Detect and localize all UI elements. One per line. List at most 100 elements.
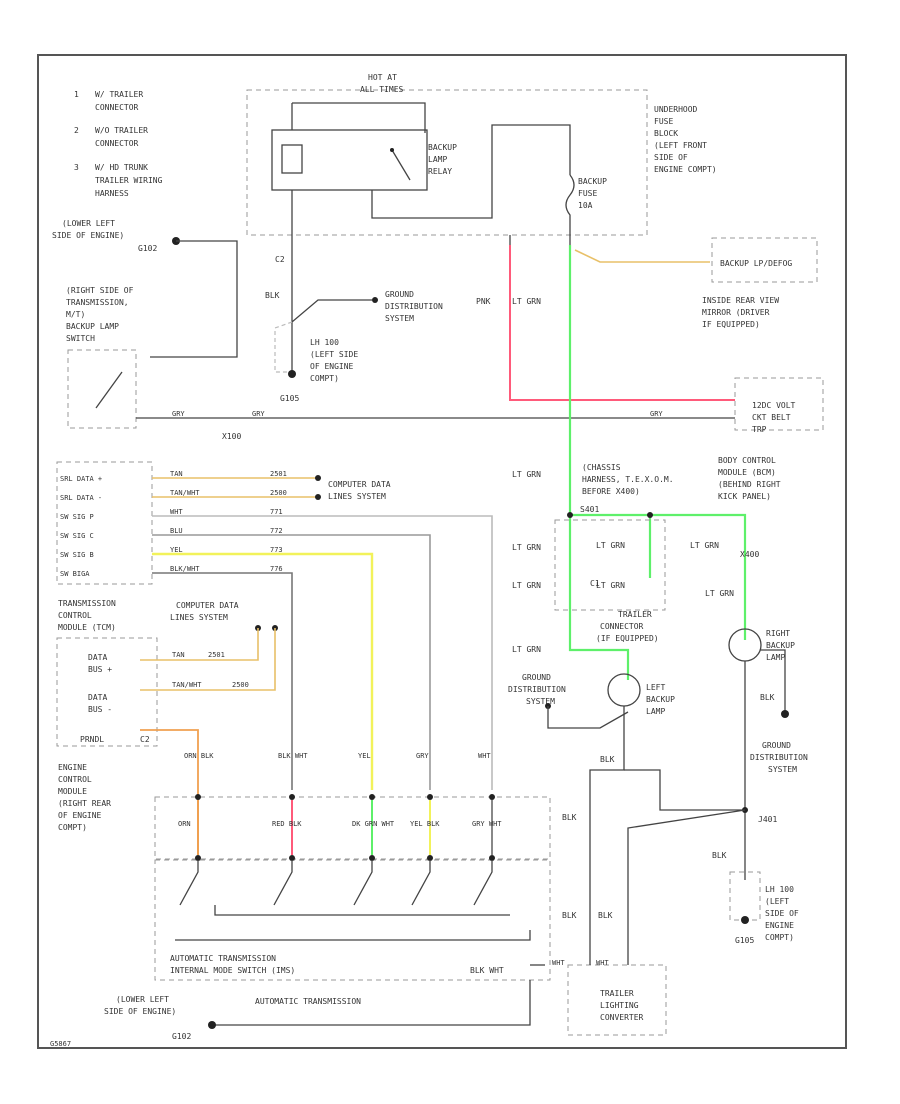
lh100-label-4: COMPT) xyxy=(310,374,339,383)
ground-dist-label-1: GROUND xyxy=(385,290,414,299)
tcm-circuit-wire xyxy=(152,552,374,790)
trans-sw-label-1: AUTOMATIC TRANSMISSION xyxy=(170,954,276,963)
left-lamp-label-1: LEFT xyxy=(646,683,665,692)
lt-grn-wire-right xyxy=(650,513,747,640)
pnk-label: PNK xyxy=(476,297,491,306)
tcm-circuit-number: 776 xyxy=(270,565,283,573)
legend-text-3a: W/ HD TRUNK xyxy=(95,163,148,172)
ims-top-wire-label: ORN BLK xyxy=(184,752,214,760)
left-lamp-out-wire xyxy=(589,706,625,930)
fuse-block-label-4: (LEFT FRONT xyxy=(654,141,707,150)
bcm-label-4: KICK PANEL) xyxy=(718,492,771,501)
left-lamp-label-2: BACKUP xyxy=(646,695,675,704)
j401-to-converter xyxy=(627,809,746,930)
lt-grn-label-9: LT GRN xyxy=(705,589,734,598)
trailer-lighting-converter xyxy=(567,964,667,1036)
ecm-label-1: ENGINE xyxy=(58,763,87,772)
tcm-pin-label: SRL DATA - xyxy=(60,494,102,502)
trailer-lighting-label-1: TRAILER xyxy=(600,989,634,998)
g105b-label: G105 xyxy=(735,936,754,945)
ecm-tanwht-num: 2500 xyxy=(232,681,249,689)
right-lamp-label-2: BACKUP xyxy=(766,641,795,650)
ecm-data-bus-minus-wire xyxy=(140,628,276,691)
lh100b-label-1: LH 100 xyxy=(765,885,794,894)
tcm-pin-label: SW BIGA xyxy=(60,570,90,578)
relay-contact xyxy=(391,149,411,181)
lh100b-label-5: COMPT) xyxy=(765,933,794,942)
gry-label-2: GRY xyxy=(252,410,265,418)
gry-label-3: GRY xyxy=(650,410,663,418)
ecm-label-3: MODULE xyxy=(58,787,87,796)
dc12v-label-2: CKT BELT xyxy=(752,413,791,422)
ims-switch-pin xyxy=(489,855,495,861)
ground-dist3-label-1: GROUND xyxy=(762,741,791,750)
legend-text-3c: HARNESS xyxy=(95,189,129,198)
switch-label-2: TRANSMISSION, xyxy=(66,298,129,307)
switch-label-4: BACKUP LAMP xyxy=(66,322,119,331)
tcm-circuit-color: TAN/WHT xyxy=(170,489,200,497)
relay-ground-wire xyxy=(291,250,372,324)
data-bus-plus-1: DATA xyxy=(88,653,107,662)
backup-lp-box xyxy=(711,237,818,283)
gry-label-1: GRY xyxy=(172,410,185,418)
ecm-data-bus-plus-wire xyxy=(140,628,259,661)
ims-switch-contact xyxy=(411,860,431,906)
ims-bottom-wire-label: GRY WHT xyxy=(472,820,502,828)
wht-label-converter-1: WHT xyxy=(552,959,565,967)
ims-top-wire-label: BLK WHT xyxy=(278,752,308,760)
lh100-label-2: (LEFT SIDE xyxy=(310,350,358,359)
ims-switch-box xyxy=(154,859,551,981)
lt-grn-label-2: LT GRN xyxy=(512,470,541,479)
lh100b-label-2: (LEFT xyxy=(765,897,789,906)
right-lamp-label-1: RIGHT xyxy=(766,629,790,638)
lh100-label-3: OF ENGINE xyxy=(310,362,354,371)
ims-connector-pin xyxy=(289,794,295,800)
tcm-circuit-number: 771 xyxy=(270,508,283,516)
tcm-pin-label: SW SIG C xyxy=(60,532,94,540)
ecm-tanwht-label: TAN/WHT xyxy=(172,681,202,689)
lower-left-label-2: SIDE OF ENGINE) xyxy=(52,231,124,240)
ground-dist2-label-2: DISTRIBUTION xyxy=(508,685,566,694)
tcm-circuit-wire xyxy=(152,572,293,790)
fuse-block-label-5: SIDE OF xyxy=(654,153,688,162)
relay-label-3: RELAY xyxy=(428,167,452,176)
ims-top-wire-label: WHT xyxy=(478,752,491,760)
lt-grn-label-1: LT GRN xyxy=(512,297,541,306)
lower-left2-label-1: (LOWER LEFT xyxy=(116,995,169,1004)
relay-housing xyxy=(271,129,428,191)
ecm-box xyxy=(56,637,158,747)
relay-feed-wire xyxy=(292,102,426,133)
c1-label: C1 xyxy=(590,579,600,588)
ims-switch-contact xyxy=(273,860,293,906)
legend-num-1: 1 xyxy=(74,90,79,99)
bcm-label-2: MODULE (BCM) xyxy=(718,468,776,477)
g102-label: G102 xyxy=(138,244,157,253)
data-bus-plus-2: BUS + xyxy=(88,665,112,674)
left-lamp-label-3: LAMP xyxy=(646,707,665,716)
ims-bottom-wire-label: ORN xyxy=(178,820,191,828)
bcm-label-3: (BEHIND RIGHT xyxy=(718,480,781,489)
dc12v-label-1: 12DC VOLT xyxy=(752,401,796,410)
bcm-label-1: BODY CONTROL xyxy=(718,456,776,465)
prndl-label: PRNDL xyxy=(80,735,104,744)
g105-label: G105 xyxy=(280,394,299,403)
legend-num-2: 2 xyxy=(74,126,79,135)
ground-dist3-label-2: DISTRIBUTION xyxy=(750,753,808,762)
trailer-conn-label-1: TRAILER xyxy=(618,610,652,619)
backup-switch-contact xyxy=(95,371,123,409)
ims-switch-pin xyxy=(369,855,375,861)
fuse-label-1: BACKUP xyxy=(578,177,607,186)
lt-grn-label-4: LT GRN xyxy=(512,581,541,590)
computer-lines-label-1: COMPUTER DATA xyxy=(328,480,391,489)
switch-label-5: SWITCH xyxy=(66,334,95,343)
legend-text-1a: W/ TRAILER xyxy=(95,90,143,99)
fuse-label-3: 10A xyxy=(578,201,593,210)
x400-label: X400 xyxy=(740,550,759,559)
x100-label: X100 xyxy=(222,432,241,441)
ecm-label-5: OF ENGINE xyxy=(58,811,102,820)
ecm-label-2: CONTROL xyxy=(58,775,92,784)
lt-grn-label-6: LT GRN xyxy=(596,541,625,550)
ims-switch-contact xyxy=(473,860,493,906)
